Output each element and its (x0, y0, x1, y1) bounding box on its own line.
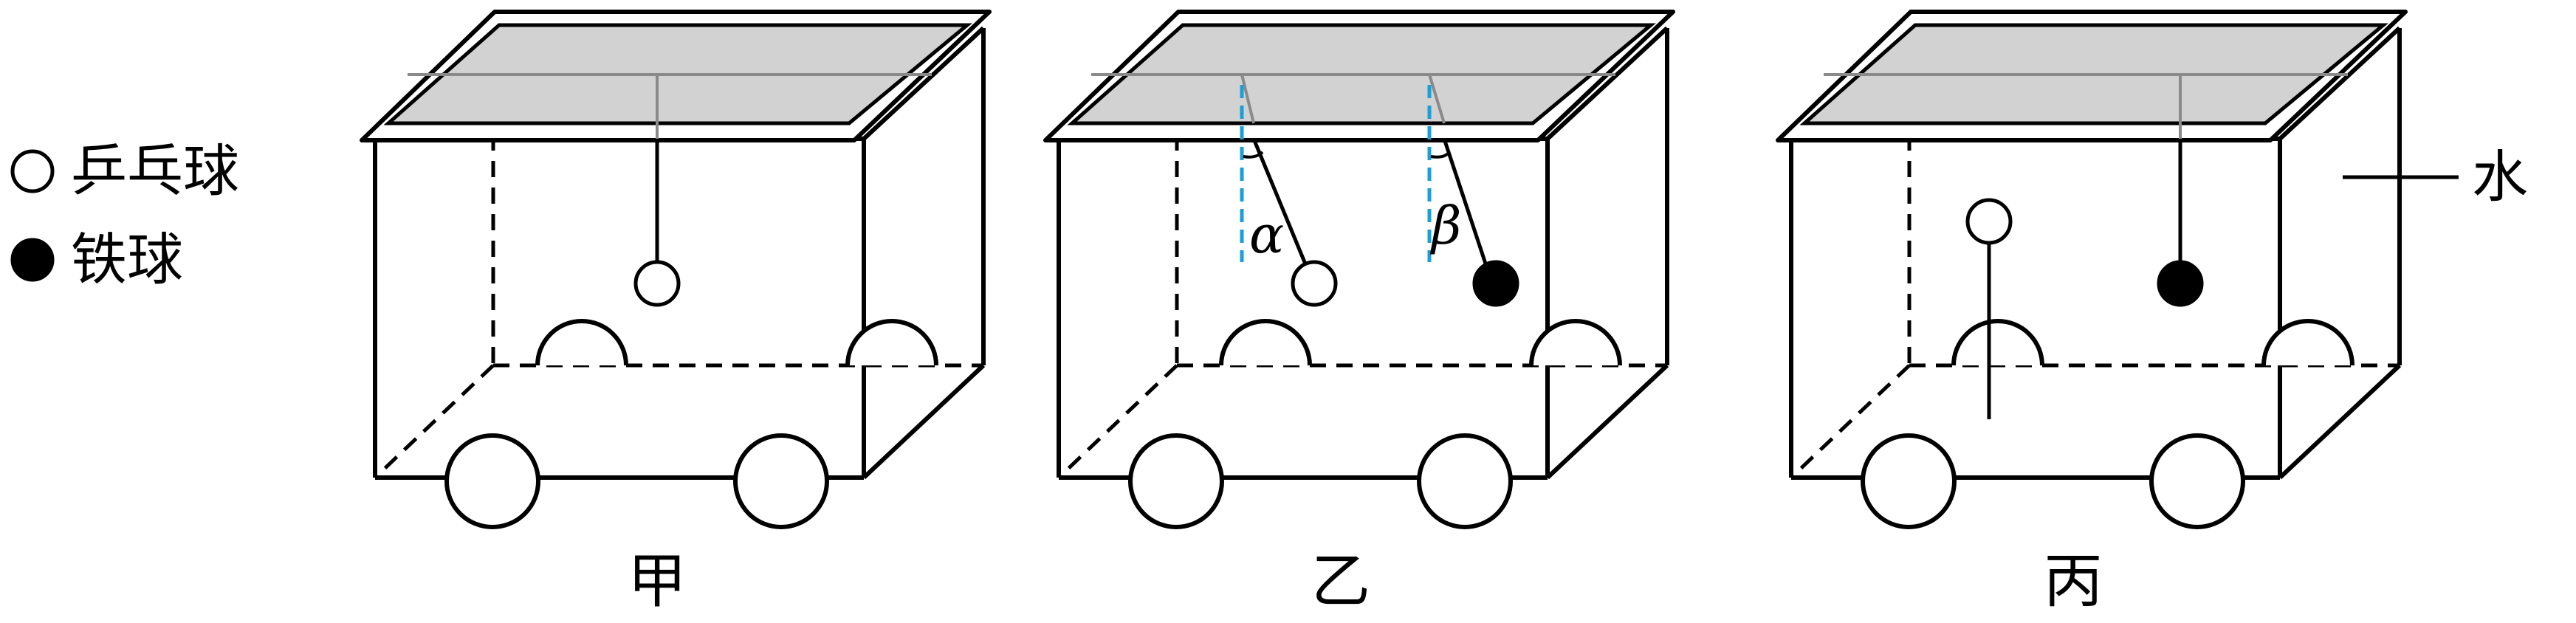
front-wheels (1861, 433, 2245, 529)
pingpong-ball (1291, 260, 1338, 307)
iron-ball-symbol (10, 238, 55, 282)
string-iron (1442, 138, 1488, 266)
rear-wheel-arches (535, 319, 938, 366)
cart-label: 乙 (1311, 547, 1370, 616)
lid (360, 10, 992, 142)
angle-label-alpha: α (1249, 204, 1284, 265)
legend-iron-label: 铁球 (71, 227, 183, 292)
iron-ball (1472, 260, 1519, 307)
cart-jia: 甲 (360, 10, 992, 616)
legend: 乒乓球 铁球 (10, 138, 239, 292)
pingpong-ball (633, 260, 681, 307)
lid (1776, 10, 2408, 142)
wheel-front-right (733, 433, 829, 529)
water-label: 水 (2472, 144, 2528, 210)
wheel-front-left (1861, 433, 1957, 529)
water-callout: 水 (2343, 144, 2528, 210)
lid (1043, 10, 1675, 142)
cart-label: 甲 (628, 547, 687, 616)
iron-ball (2157, 260, 2204, 307)
cart-label: 丙 (2044, 547, 2103, 616)
string-pingpong (1251, 138, 1308, 266)
angle-arc-alpha (1243, 151, 1264, 159)
wheel-front-left (444, 433, 540, 529)
wheel-front-left (1128, 433, 1224, 529)
legend-pingpong-label: 乒乓球 (71, 138, 239, 204)
wheel-front-right (2149, 433, 2245, 529)
pingpong-ball-symbol (10, 149, 55, 193)
front-wheels (1128, 433, 1513, 529)
angle-label-beta: β (1429, 196, 1461, 256)
angle-arc-beta (1430, 151, 1451, 159)
wheel-front-right (1417, 433, 1513, 529)
cart-yi: α β 乙 (1043, 10, 1675, 616)
rear-wheel-arches (1219, 319, 1622, 366)
pingpong-ball (1965, 198, 2013, 245)
front-wheels (444, 433, 829, 529)
rear-wheel-arches (1951, 319, 2355, 366)
cart-bing: 丙 (1776, 10, 2408, 616)
